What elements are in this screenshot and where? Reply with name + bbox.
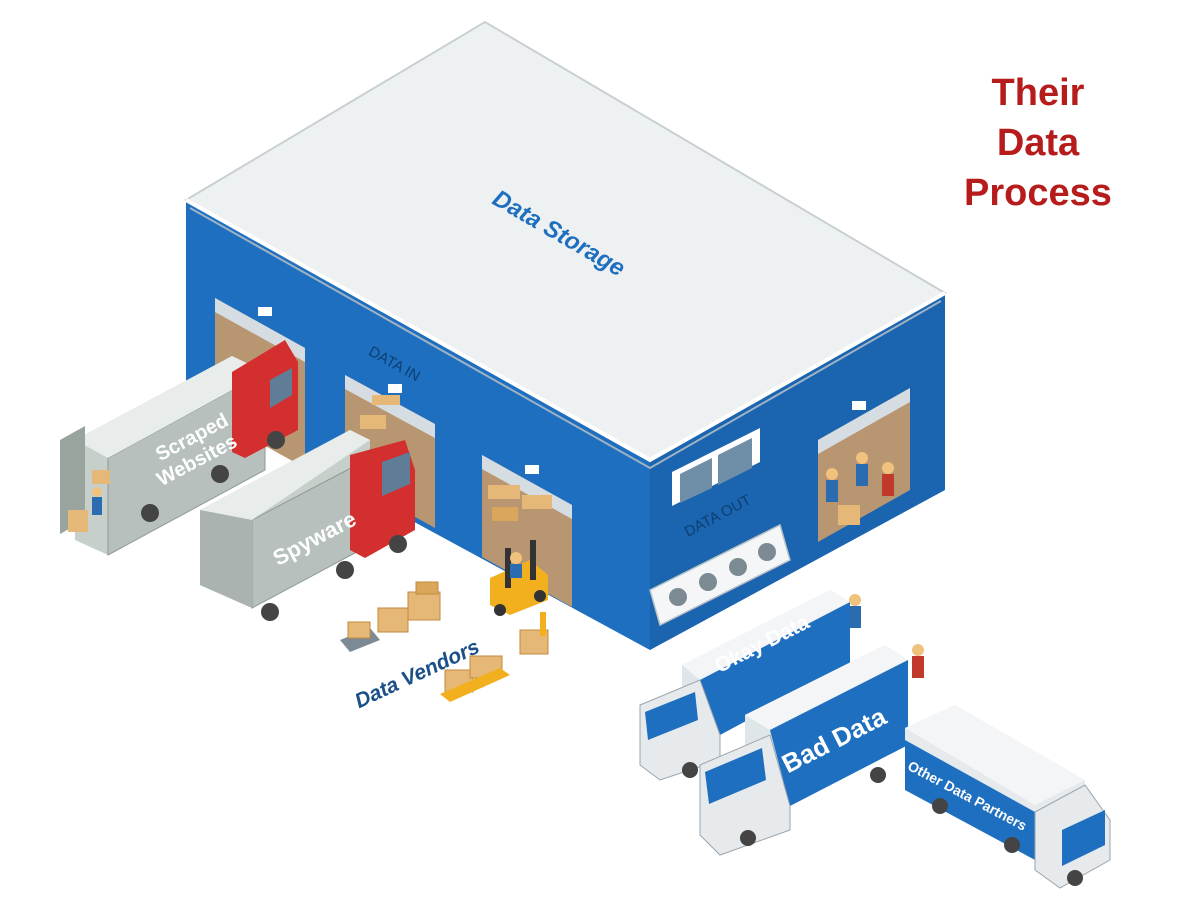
truck-spyware: Spyware (200, 430, 415, 621)
loading-door-3 (482, 455, 572, 607)
title-line-1: Their (992, 72, 1085, 114)
truck-other-data-partners: Other Data Partners (905, 705, 1111, 889)
title: Their Data Process (964, 72, 1112, 214)
truck-bad-data: Bad Data (699, 644, 924, 856)
side-windows (672, 428, 760, 506)
title-line-2: Data (997, 122, 1080, 164)
ac-units (649, 523, 791, 627)
title-line-3: Process (964, 172, 1112, 214)
forklift (490, 540, 548, 616)
outbound-door (818, 388, 910, 542)
truck-scraped-websites: Scraped Websites (60, 340, 298, 556)
